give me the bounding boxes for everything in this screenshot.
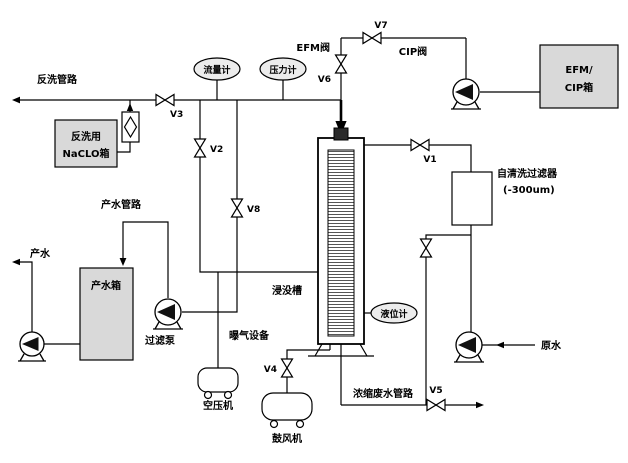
pipe-product-out [18, 261, 80, 345]
valve-filter-drain [419, 238, 433, 258]
blower-label: 鼓风机 [272, 432, 302, 445]
raw-water-pump-impeller-icon [458, 337, 476, 353]
immersion-column [308, 127, 374, 357]
valve-v2-label: V2 [210, 145, 223, 155]
valve-v6-efm [334, 54, 348, 74]
air-compressor-body [197, 367, 239, 393]
efm-cip-tank [539, 44, 619, 109]
valve-v2 [193, 138, 207, 158]
naclo-tank [54, 119, 118, 168]
tanks [54, 44, 619, 361]
valve-v8-label: V8 [247, 205, 260, 215]
valve-v5 [426, 398, 446, 412]
efm-cip-tank-label-line2: CIP箱 [565, 81, 593, 94]
product-supply-pump-stand [18, 353, 46, 362]
cip-valve-label: CIP阀 [399, 45, 427, 58]
naclo-tank-label-line1: 反洗用 [71, 130, 101, 143]
pipe-v2-riser [199, 100, 318, 273]
pipe-pump-discharge-to-product-tank [122, 221, 169, 298]
raw-water-pump-stand [454, 354, 484, 363]
pipe-v1-line [364, 144, 472, 172]
dosing-rotameter-float-icon [123, 115, 138, 139]
product-water-tank [79, 267, 134, 361]
blower-wheel-icon [295, 419, 305, 429]
efm-valve-label: EFM阀 [296, 41, 330, 54]
air-compressor-wheel-icon [203, 390, 213, 400]
air-compressor-unit [197, 367, 239, 400]
pipe-blower-line [286, 344, 331, 395]
backwash-line-label: 反洗管路 [37, 73, 78, 86]
product-line-label: 产水管路 [101, 198, 142, 211]
air-compressor-wheel-icon [223, 390, 233, 400]
pressure-gauge-label: 压力计 [269, 64, 296, 76]
valve-v5-label: V5 [429, 386, 442, 396]
instruments [193, 57, 418, 324]
column-top-fitting [333, 127, 349, 141]
concentrate-line-label: 浓缩废水管路 [353, 387, 414, 400]
valve-v3-label: V3 [170, 110, 183, 120]
arrow-product-out-left-icon [12, 258, 20, 266]
self-cleaning-filter-label-line2: (-300um) [503, 185, 555, 196]
level-gauge-bubble [370, 302, 418, 324]
valves [155, 31, 446, 412]
arrow-naclo-up-icon [126, 103, 134, 111]
arrow-raw-water-left-icon [496, 341, 504, 349]
self-cleaning-filter-box [451, 171, 493, 226]
arrow-concentrate-right-icon [476, 401, 484, 409]
pipe-drain-branch [425, 234, 471, 405]
immersion-tank-label: 浸没槽 [272, 284, 302, 297]
valve-v1 [410, 138, 430, 152]
level-gauge-label: 液位计 [380, 308, 407, 320]
column-legs [308, 343, 374, 357]
naclo-tank-label-line2: NaCLO箱 [63, 147, 110, 160]
valve-v8 [230, 198, 244, 218]
air-compressor-label: 空压机 [203, 399, 233, 412]
arrow-product-into-tank-icon [119, 258, 127, 266]
valve-v4-label: V4 [264, 365, 277, 375]
aux-equipment [197, 367, 313, 429]
blower-unit [261, 392, 313, 429]
product-water-label: 产水 [30, 247, 51, 260]
filtration-pump [153, 298, 183, 330]
flow-meter-bubble [193, 57, 241, 81]
cip-pump-stand [451, 101, 481, 110]
cip-pump [451, 78, 481, 110]
pressure-gauge-bubble [259, 57, 307, 81]
flow-meter-label: 流量计 [203, 64, 230, 76]
filter-pump-label: 过滤泵 [145, 334, 176, 347]
product-tank-label: 产水箱 [91, 279, 121, 292]
cip-pump-impeller-icon [455, 84, 473, 100]
membrane-module [327, 149, 355, 337]
raw-water-pump [454, 331, 484, 363]
valve-v7-label: V7 [374, 21, 387, 31]
arrow-backwash-left-icon [12, 96, 20, 104]
filtration-pump-impeller-icon [157, 304, 175, 320]
pumps [18, 78, 484, 363]
product-supply-pump-impeller-icon [22, 337, 39, 351]
blower-wheel-icon [269, 419, 279, 429]
pipe-cip-header [341, 37, 467, 79]
pipe-concentrate-line [340, 344, 478, 406]
valve-v7-cip [362, 31, 382, 45]
filtration-pump-stand [153, 321, 183, 330]
product-supply-pump [18, 331, 46, 362]
pipe-v8-product-riser [182, 100, 238, 313]
blower-body [261, 392, 313, 421]
labels: 反洗管路 反洗用 NaCLO箱 流量计 压力计 EFM阀 V6 V7 CIP阀 … [30, 21, 593, 445]
valve-v6-label: V6 [318, 75, 331, 85]
efm-cip-tank-label-line1: EFM/ [565, 65, 593, 76]
valve-v1-label: V1 [423, 155, 436, 165]
aeration-device-label: 曝气设备 [229, 329, 270, 342]
raw-water-label: 原水 [541, 339, 562, 352]
self-cleaning-filter-label-line1: 自清洗过滤器 [497, 167, 558, 180]
valve-v3 [155, 93, 175, 107]
valve-v4 [280, 358, 294, 378]
